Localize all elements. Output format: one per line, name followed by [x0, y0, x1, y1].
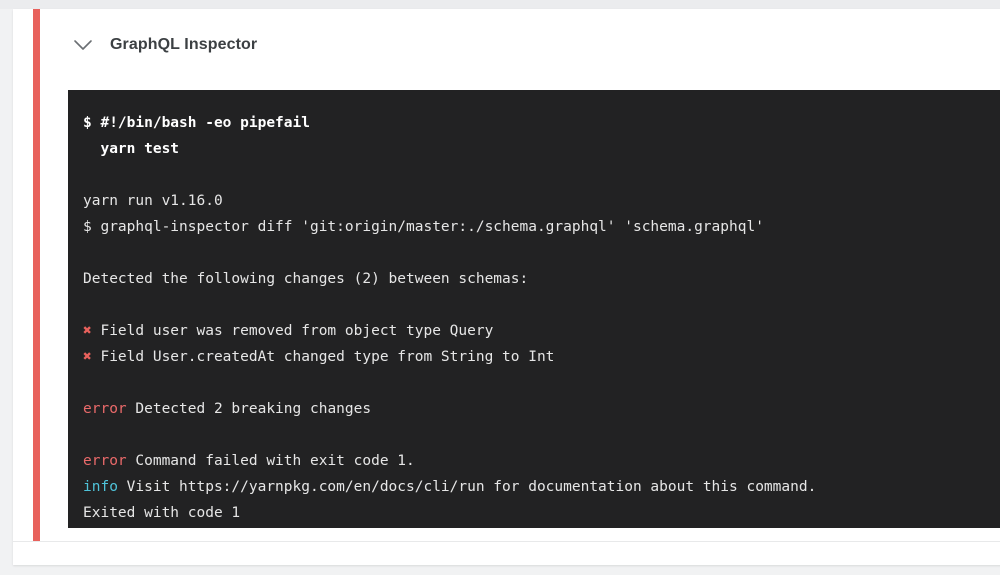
terminal-info-prefix: info — [83, 479, 118, 495]
terminal-line-output: Exited with code 1 — [83, 500, 1000, 526]
terminal-line-text: Detected the following changes (2) betwe… — [83, 271, 529, 287]
terminal-line-text: Exited with code 1 — [83, 505, 241, 521]
step-header[interactable]: GraphQL Inspector — [40, 9, 1000, 80]
terminal-line-blank — [83, 422, 1000, 448]
terminal-line-command: yarn test — [83, 136, 1000, 162]
terminal-line-change: ✖ Field User.createdAt changed type from… — [83, 344, 1000, 370]
terminal-line-text: $ #!/bin/bash -eo pipefail — [83, 115, 310, 131]
card-footer — [13, 542, 1000, 565]
terminal-line-command: $ #!/bin/bash -eo pipefail — [83, 110, 1000, 136]
terminal-line-blank — [83, 240, 1000, 266]
terminal-line-text: Visit https://yarnpkg.com/en/docs/cli/ru… — [117, 479, 817, 495]
terminal-line-output: $ graphql-inspector diff 'git:origin/mas… — [83, 214, 1000, 240]
terminal-log-lines: $ #!/bin/bash -eo pipefail yarn test yar… — [68, 110, 1000, 526]
terminal-line-text: Command failed with exit code 1. — [126, 453, 415, 469]
terminal-line-output: Detected the following changes (2) betwe… — [83, 266, 1000, 292]
terminal-line-info: info Visit https://yarnpkg.com/en/docs/c… — [83, 474, 1000, 500]
terminal-line-blank — [83, 162, 1000, 188]
terminal-line-text: Detected 2 breaking changes — [126, 401, 372, 417]
terminal-log-panel[interactable]: $ #!/bin/bash -eo pipefail yarn test yar… — [68, 90, 1000, 528]
terminal-line-text: Field user was removed from object type … — [91, 323, 494, 339]
terminal-line-text: yarn run v1.16.0 — [83, 193, 223, 209]
build-step-card: GraphQL Inspector $ #!/bin/bash -eo pipe… — [13, 9, 1000, 565]
chevron-down-icon[interactable] — [68, 30, 98, 60]
terminal-line-text: Field User.createdAt changed type from S… — [91, 349, 555, 365]
terminal-line-change: ✖ Field user was removed from object typ… — [83, 318, 1000, 344]
terminal-line-blank — [83, 292, 1000, 318]
terminal-line-text: yarn test — [83, 141, 180, 157]
terminal-line-blank — [83, 370, 1000, 396]
breaking-change-cross-icon: ✖ — [83, 323, 92, 339]
breaking-change-cross-icon: ✖ — [83, 349, 92, 365]
terminal-line-error: error Detected 2 breaking changes — [83, 396, 1000, 422]
terminal-line-error: error Command failed with exit code 1. — [83, 448, 1000, 474]
terminal-line-text: $ graphql-inspector diff 'git:origin/mas… — [83, 219, 764, 235]
page-top-strip — [0, 0, 1000, 9]
terminal-error-prefix: error — [83, 401, 127, 417]
card-divider — [13, 541, 1000, 542]
page-title: GraphQL Inspector — [110, 35, 258, 53]
terminal-line-output: yarn run v1.16.0 — [83, 188, 1000, 214]
failed-status-stripe — [33, 9, 40, 541]
terminal-error-prefix: error — [83, 453, 127, 469]
